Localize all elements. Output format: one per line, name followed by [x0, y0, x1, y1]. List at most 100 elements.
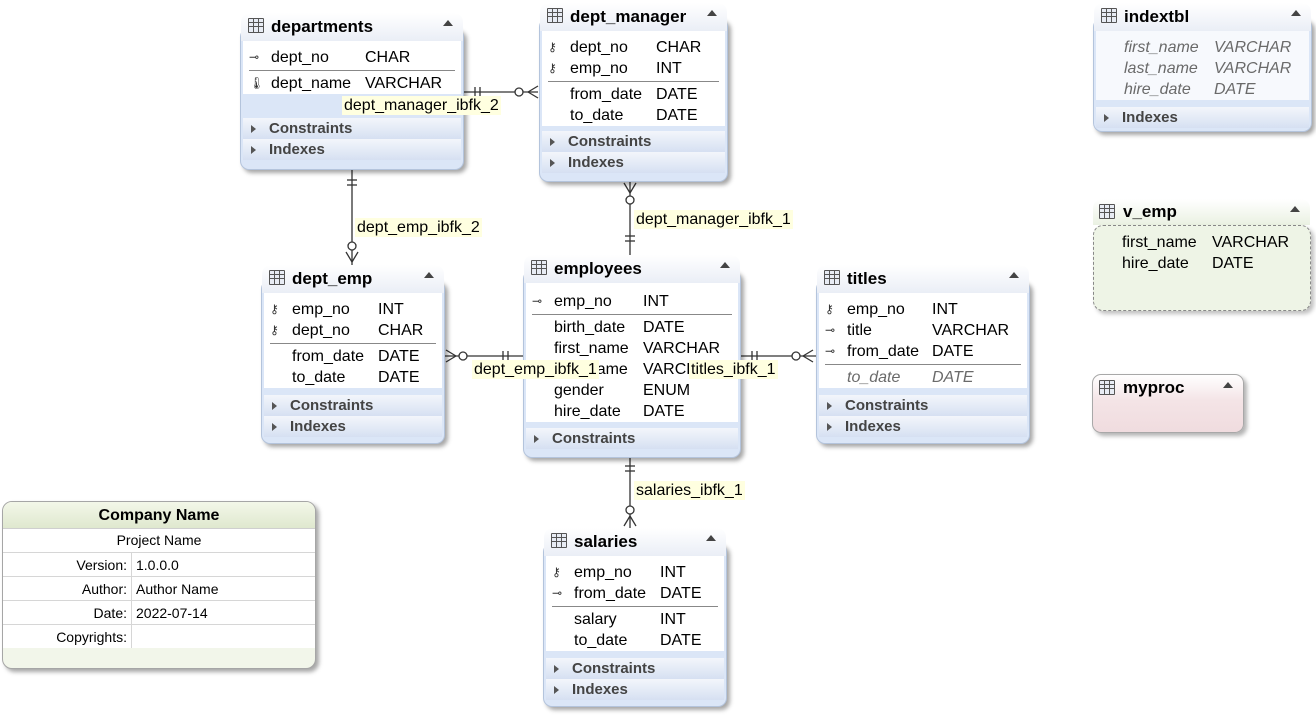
indexes-section[interactable]: Indexes — [546, 679, 724, 700]
collapse-icon[interactable] — [443, 20, 453, 26]
entity-header[interactable]: indextbl — [1094, 3, 1311, 31]
relation-label[interactable]: dept_manager_ibfk_1 — [634, 210, 793, 229]
table-icon — [269, 270, 285, 285]
entity-title: employees — [554, 259, 642, 278]
expand-icon — [251, 146, 256, 154]
collapse-icon[interactable] — [720, 262, 730, 268]
entity-title: salaries — [574, 532, 638, 551]
entity-header[interactable]: employees — [524, 255, 740, 283]
expand-icon — [272, 423, 277, 431]
view-v-emp-header[interactable]: v_emp — [1093, 199, 1310, 225]
info-row: Date:2022-07-14 — [3, 600, 315, 625]
collapse-icon[interactable] — [424, 272, 434, 278]
fk-key-icon: ⚷ — [548, 61, 557, 75]
entity-title: departments — [271, 17, 374, 36]
table-icon — [547, 8, 563, 23]
entity-header[interactable]: departments — [241, 13, 463, 41]
expand-icon — [554, 665, 559, 673]
constraints-section[interactable]: Constraints — [546, 658, 724, 679]
relation-label[interactable]: salaries_ibfk_1 — [634, 481, 745, 500]
fk-key-icon: ⚷ — [270, 302, 279, 316]
entity-header[interactable]: dept_manager — [540, 3, 727, 31]
indexes-section[interactable]: Indexes — [264, 416, 442, 437]
fk-key-icon: ⚷ — [552, 565, 561, 579]
relation-label[interactable]: dept_manager_ibfk_2 — [342, 96, 501, 115]
expand-icon — [1104, 114, 1109, 122]
constraints-section[interactable]: Constraints — [526, 428, 738, 449]
indexes-section[interactable]: Indexes — [819, 416, 1027, 437]
relation-label[interactable]: titles_ibfk_1 — [689, 360, 778, 379]
procedure-icon — [1099, 380, 1115, 395]
indexes-section[interactable]: Indexes — [243, 139, 461, 160]
key-icon: ⊸ — [825, 344, 836, 358]
collapse-icon[interactable] — [1223, 382, 1233, 388]
expand-icon — [827, 402, 832, 410]
constraints-section[interactable]: Constraints — [243, 118, 461, 139]
collapse-icon[interactable] — [707, 10, 717, 16]
entity-title: dept_emp — [292, 269, 373, 288]
collapse-icon[interactable] — [1291, 10, 1301, 16]
entity-header[interactable]: salaries — [544, 528, 726, 556]
indexes-section[interactable]: Indexes — [1096, 107, 1309, 128]
indexes-section[interactable]: Indexes — [542, 152, 725, 173]
expand-icon — [251, 125, 256, 133]
key-icon: ⊸ — [552, 586, 563, 600]
relation-label[interactable]: dept_emp_ibfk_2 — [355, 218, 482, 237]
info-row: Author:Author Name — [3, 576, 315, 601]
key-icon: ⊸ — [825, 323, 836, 337]
relation-label[interactable]: dept_emp_ibfk_1 — [472, 360, 599, 379]
expand-icon — [827, 423, 832, 431]
project-info-box[interactable]: Company Name Project Name Version:1.0.0.… — [2, 501, 316, 669]
expand-icon — [550, 138, 555, 146]
fk-key-icon: ⚷ — [825, 302, 834, 316]
constraints-section[interactable]: Constraints — [542, 131, 725, 152]
procedure-myproc[interactable]: myproc — [1092, 374, 1244, 433]
project-name: Project Name — [3, 528, 315, 552]
entity-header[interactable]: titles — [817, 265, 1029, 293]
collapse-icon[interactable] — [1290, 206, 1300, 212]
constraints-section[interactable]: Constraints — [819, 395, 1027, 416]
entity-header[interactable]: dept_emp — [262, 265, 444, 293]
constraints-section[interactable]: Constraints — [264, 395, 442, 416]
expand-icon — [272, 402, 277, 410]
table-icon — [551, 533, 567, 548]
collapse-icon[interactable] — [1009, 272, 1019, 278]
collapse-icon[interactable] — [706, 535, 716, 541]
expand-icon — [534, 435, 539, 443]
entity-title: v_emp — [1123, 202, 1177, 221]
